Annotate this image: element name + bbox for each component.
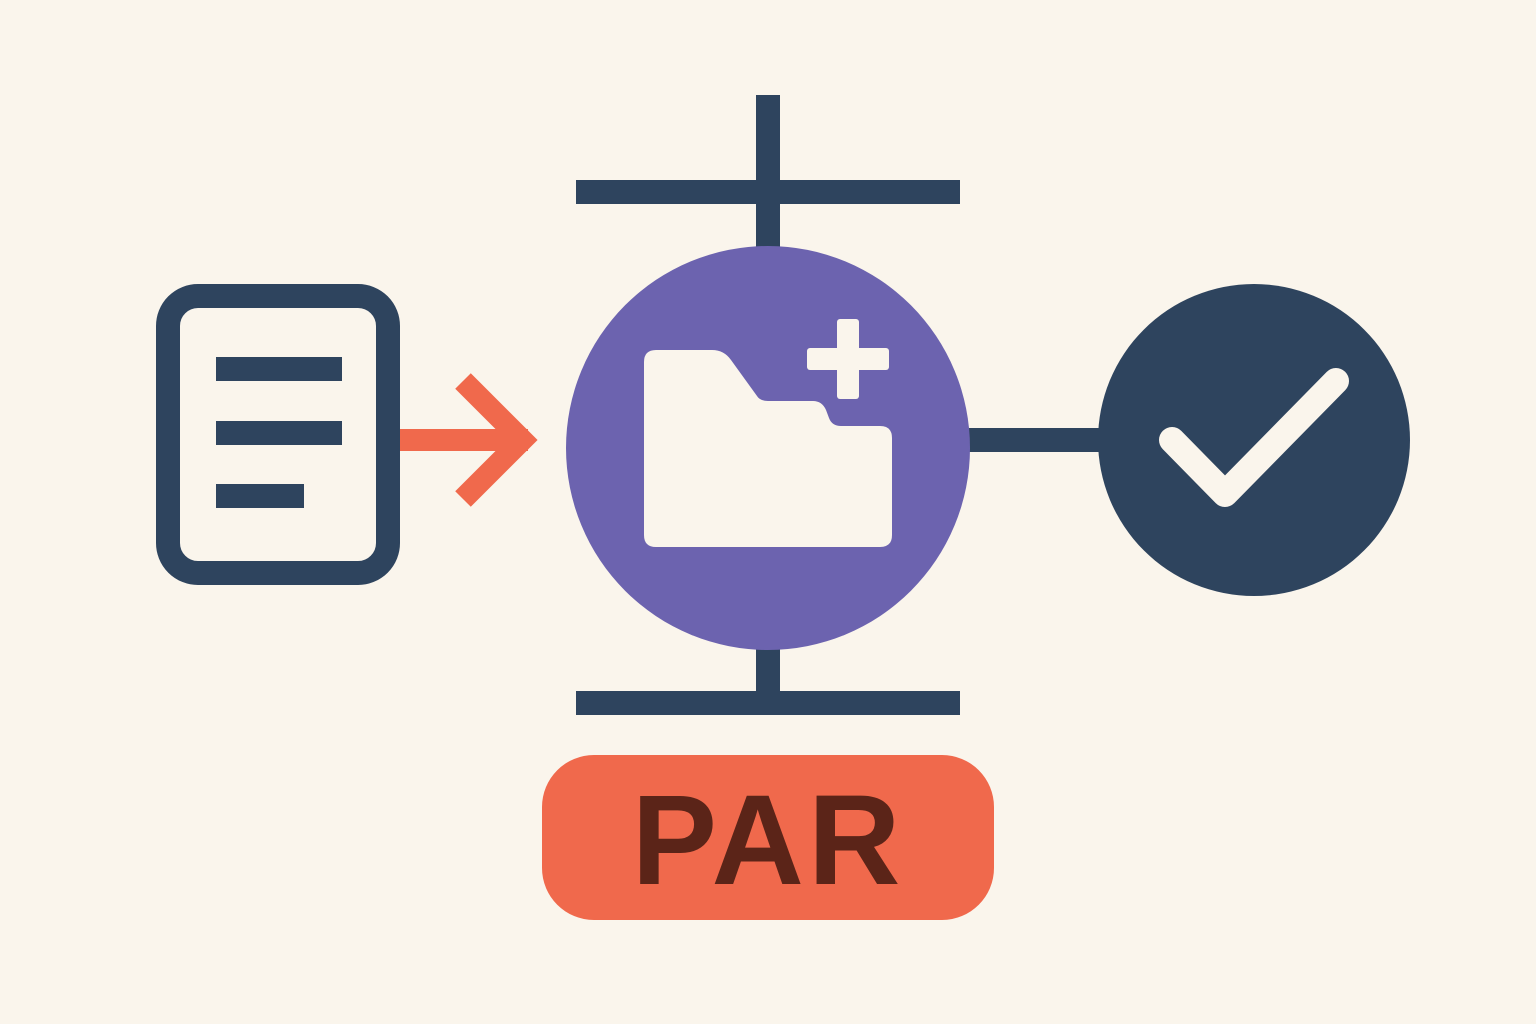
document-icon [156, 284, 400, 585]
top-bar-connector [576, 95, 960, 260]
arrow-right-icon [400, 373, 538, 507]
checkmark-node [1098, 284, 1410, 596]
badge-label: PAR [631, 768, 905, 912]
checkmark-icon [1159, 368, 1349, 507]
par-badge: PAR [542, 755, 994, 920]
folder-plus-icon [644, 319, 892, 547]
